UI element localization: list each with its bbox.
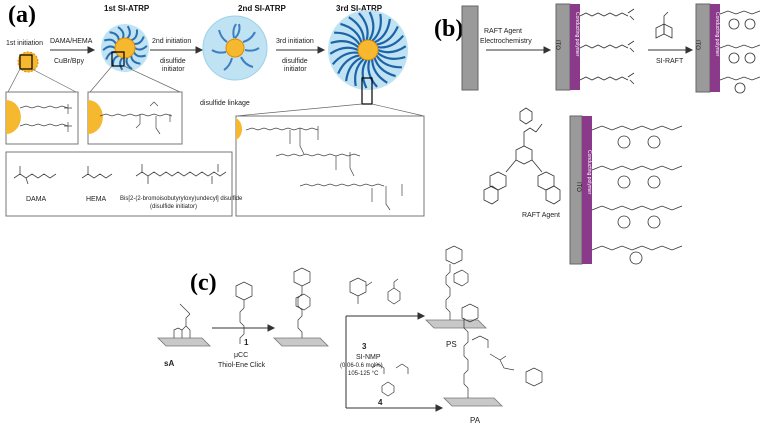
polymer-brush	[377, 45, 407, 54]
third-initiation-label: 3rd initiation	[276, 38, 314, 45]
panel-c-label: (c)	[190, 270, 217, 296]
legend-dama: DAMA	[26, 196, 47, 203]
polymer-brush	[130, 55, 141, 65]
zoom-box-2	[87, 91, 183, 145]
polymer-brush	[102, 45, 116, 51]
polymer-brush	[371, 13, 382, 42]
polymer-brush	[376, 25, 399, 46]
initiator-label-2a: disulfide	[282, 58, 308, 65]
ito-label-2: ITO	[554, 40, 560, 50]
stage-1-label: 1st SI-ATRP	[104, 4, 150, 13]
surface-ps	[425, 319, 487, 329]
stage-3-label: 3rd SI-ATRP	[336, 4, 383, 13]
raft-agent-step-label: RAFT Agent	[484, 28, 523, 35]
stage-2-label: 2nd SI-ATRP	[238, 4, 286, 13]
panel-a-label: (a)	[8, 2, 36, 28]
polymer-brush	[367, 59, 378, 88]
ito-label-4: ITO	[575, 182, 581, 192]
catalyst-label: CuBr/Bpy	[54, 58, 84, 65]
pa-label: PA	[470, 416, 481, 425]
raft-agent-structure	[483, 107, 561, 205]
compound-4-label: 4	[378, 398, 383, 407]
ucc-label: μCC	[234, 352, 249, 359]
surface-sa	[157, 337, 211, 347]
raft-agent-label: RAFT Agent	[522, 212, 561, 219]
polymer-brush	[329, 46, 359, 55]
sa-label: sA	[164, 359, 175, 368]
ito-electrode-bare	[461, 5, 479, 91]
polymer-brush	[330, 40, 360, 49]
polymer-brush	[133, 51, 147, 58]
polymer-brush	[126, 25, 131, 40]
polymer-brush	[371, 59, 388, 84]
polymer-brush	[331, 51, 359, 66]
ps-label: PS	[446, 340, 457, 349]
panel-c-graphics	[157, 245, 543, 412]
polymer-brush	[130, 29, 139, 42]
thiol-ene-label: Thiol-Ene Click	[218, 362, 266, 369]
particle-core-1	[17, 51, 39, 73]
conductive-label-3: Conducting polymer	[714, 12, 720, 57]
polymer-brush	[354, 58, 365, 87]
polymer-brush	[345, 56, 362, 82]
disulfide-linkage-label: disulfide linkage	[200, 100, 250, 107]
legend-bis-initiator: Bis[2-(2-bromoisobutyryloxy)undecyl] dis…	[120, 196, 243, 202]
polymer-brush	[125, 57, 133, 70]
panel-b-graphics	[461, 3, 760, 265]
conductive-label-4: Conducting polymer	[586, 150, 592, 195]
polymer-brush	[103, 38, 117, 45]
compound-1-label: 1	[244, 338, 249, 347]
surface-pa	[443, 397, 503, 407]
panel-a-graphics	[5, 10, 425, 217]
polymer-brush	[375, 54, 402, 69]
polymer-brush	[133, 36, 145, 45]
polymer-brush	[340, 22, 363, 43]
reagents-label: DAMA/HEMA	[50, 38, 93, 45]
polymer-brush	[109, 31, 120, 41]
polymer-brush	[377, 34, 405, 49]
polymer-brush	[134, 45, 148, 51]
initiator-label-1a: disulfide	[160, 58, 186, 65]
nmp-conditions-1: (0.06-0.6 mol%)	[340, 363, 383, 369]
conductive-label-2: Conducting polymer	[574, 12, 580, 57]
surface-ucc	[273, 337, 329, 347]
si-raft-label: SI-RAFT	[656, 58, 684, 65]
compound-3-label: 3	[362, 342, 367, 351]
polymer-brush	[358, 12, 369, 41]
legend-hema: HEMA	[86, 196, 107, 203]
polymer-brush	[368, 11, 375, 41]
legend-bis-initiator-note: (disulfide initiator)	[150, 204, 198, 210]
second-initiation-label: 2nd initiation	[152, 38, 192, 45]
polymer-brush	[348, 16, 365, 41]
polymer-brush	[376, 51, 406, 60]
polymer-brush	[337, 54, 360, 75]
first-initiation-label: 1st initiation	[6, 40, 43, 47]
polymer-brush	[334, 31, 361, 46]
initiator-label-2b: initiator	[284, 66, 307, 73]
legend-box	[5, 151, 233, 217]
zoom-box-3	[235, 115, 425, 217]
electrochemistry-label: Electrochemistry	[480, 38, 532, 45]
conductive-layer-4	[582, 116, 592, 264]
polymer-brush	[117, 26, 125, 39]
initiator-label-1b: initiator	[162, 66, 185, 73]
polymer-brush	[111, 54, 120, 67]
polymer-brush	[119, 56, 124, 71]
panel-b-label: (b)	[434, 16, 464, 42]
conductive-layer-3	[710, 4, 720, 92]
nmp-conditions-2: 105-125 °C	[348, 371, 379, 377]
si-nmp-label: SI-NMP	[356, 354, 381, 361]
conductive-layer-2	[570, 4, 580, 90]
polymer-brush	[361, 59, 368, 89]
polymer-brush	[373, 57, 396, 78]
ito-label-3: ITO	[694, 40, 700, 50]
polymer-brush	[374, 18, 391, 44]
